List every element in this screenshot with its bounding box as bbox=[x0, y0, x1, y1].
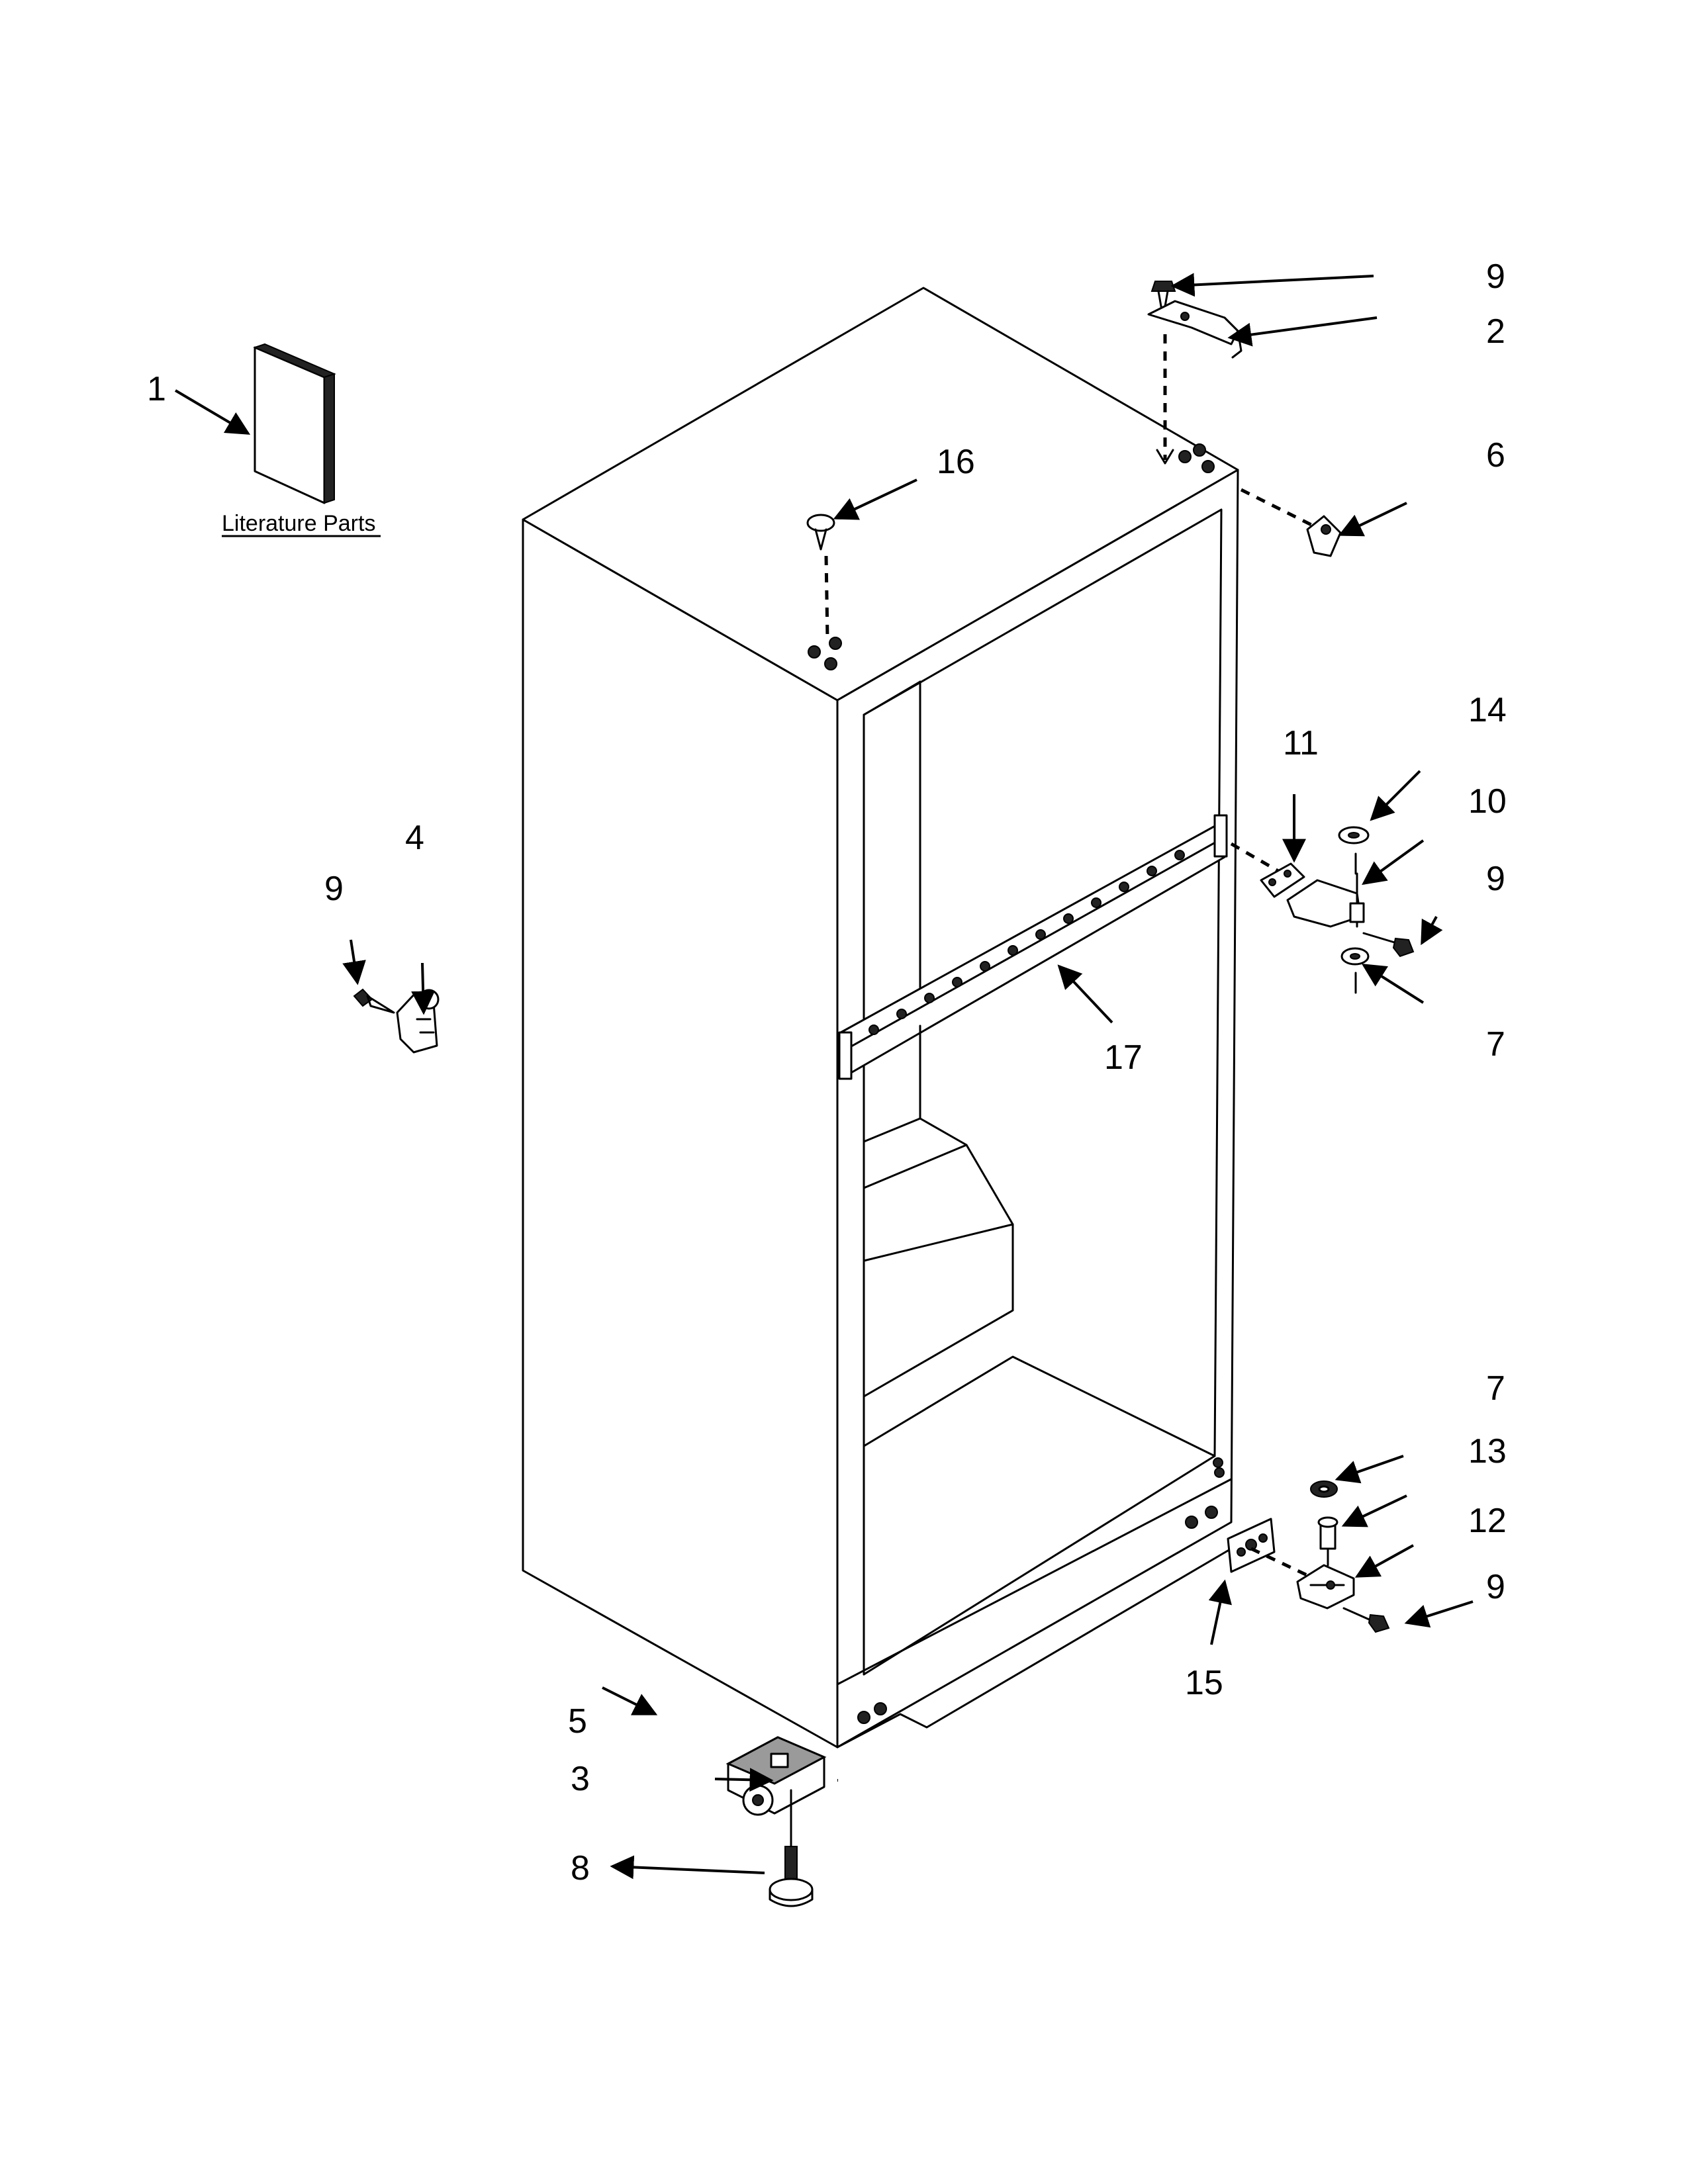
literature-booklet bbox=[253, 343, 336, 504]
callout-9d: 9 bbox=[1486, 1568, 1505, 1606]
center-hinge-washer-bottom bbox=[1340, 947, 1370, 966]
callout-2: 2 bbox=[1486, 312, 1505, 351]
center-hinge-shim bbox=[1260, 862, 1305, 898]
roller-assembly bbox=[726, 1736, 827, 1816]
callout-7b: 7 bbox=[1486, 1369, 1505, 1408]
callout-3: 3 bbox=[571, 1760, 590, 1798]
bottom-hinge bbox=[1296, 1564, 1355, 1610]
callout-4: 4 bbox=[405, 819, 424, 857]
callout-1: 1 bbox=[147, 370, 166, 408]
plug-button bbox=[806, 514, 835, 551]
callout-11: 11 bbox=[1283, 724, 1319, 762]
callout-8: 8 bbox=[571, 1849, 590, 1888]
callout-5: 5 bbox=[568, 1702, 587, 1741]
callout-6: 6 bbox=[1486, 436, 1505, 475]
cabinet bbox=[522, 287, 1239, 1749]
bottom-hinge-shim bbox=[1227, 1518, 1276, 1573]
hinge-cover bbox=[1306, 515, 1342, 557]
mullion-bar bbox=[838, 814, 1228, 1080]
callout-17: 17 bbox=[1104, 1038, 1143, 1077]
door-stop bbox=[396, 989, 440, 1054]
bottom-hinge-pin bbox=[1317, 1516, 1338, 1567]
callout-9c: 9 bbox=[1486, 860, 1505, 898]
center-hinge-screw bbox=[1362, 932, 1415, 958]
leveling-leg bbox=[769, 1789, 814, 1907]
callout-15: 15 bbox=[1185, 1664, 1223, 1702]
callout-13: 13 bbox=[1468, 1432, 1507, 1471]
bottom-hinge-washer bbox=[1310, 1480, 1338, 1498]
top-hinge bbox=[1147, 300, 1243, 359]
literature-parts-label: Literature Parts bbox=[222, 511, 375, 536]
callout-labels: 1 2 3 4 5 6 7 7 8 9 9 9 9 10 11 12 13 14… bbox=[147, 257, 1507, 1888]
callout-16: 16 bbox=[937, 443, 975, 481]
center-hinge bbox=[1286, 872, 1365, 928]
callout-12: 12 bbox=[1468, 1502, 1507, 1540]
bottom-hinge-screw bbox=[1342, 1607, 1390, 1633]
center-hinge-washer-top bbox=[1338, 826, 1370, 844]
door-stop-screw-left bbox=[353, 988, 395, 1014]
callout-9a: 9 bbox=[1486, 257, 1505, 296]
callout-10: 10 bbox=[1468, 782, 1507, 821]
callout-7a: 7 bbox=[1486, 1025, 1505, 1064]
callout-14: 14 bbox=[1468, 691, 1507, 729]
callout-9b: 9 bbox=[324, 870, 344, 908]
leader-lines bbox=[174, 273, 1474, 1880]
